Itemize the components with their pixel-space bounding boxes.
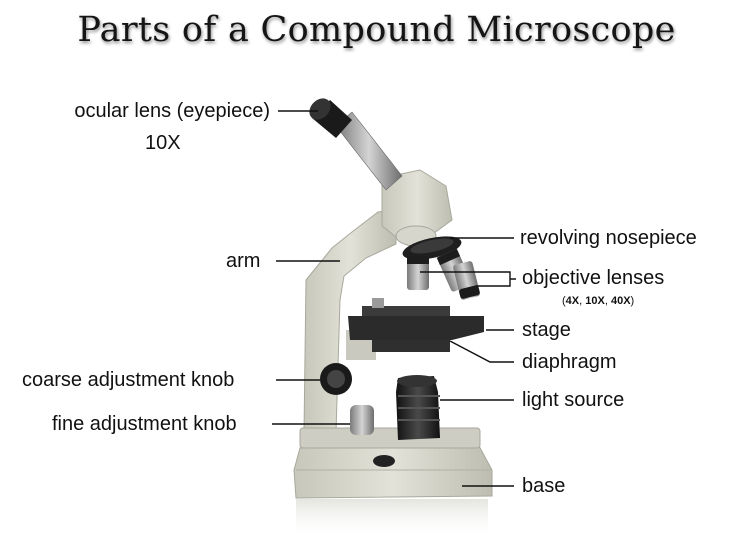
base-switch: [373, 455, 395, 467]
label-objective-magnifications: (4X, 10X, 40X): [562, 295, 635, 307]
diaphragm-shape: [372, 340, 450, 352]
leader-lines: [272, 110, 516, 487]
fine-knob-shape: [350, 405, 374, 435]
base-reflection: [296, 499, 488, 541]
mag-4x: 4X: [565, 295, 580, 307]
label-ocular-lens: ocular lens (eyepiece): [74, 100, 270, 122]
label-coarse-adjustment-knob: coarse adjustment knob: [22, 369, 235, 391]
stage-shape: [348, 316, 484, 340]
label-diaphragm: diaphragm: [522, 351, 617, 373]
label-base: base: [522, 475, 566, 497]
mag-10x: 10X: [585, 295, 605, 307]
label-fine-adjustment-knob: fine adjustment knob: [52, 413, 237, 435]
base-shape: [293, 443, 493, 499]
mag-40x: 40X: [610, 295, 631, 307]
label-revolving-nosepiece: revolving nosepiece: [520, 227, 697, 249]
label-stage: stage: [522, 319, 571, 341]
label-light-source: light source: [522, 389, 625, 411]
diagram-title: Parts of a Compound Microscope: [77, 10, 676, 50]
label-ocular-magnification: 10X: [145, 132, 181, 154]
label-arm: arm: [226, 250, 261, 272]
objective-4x: [407, 256, 429, 290]
label-objective-lenses: objective lenses: [522, 267, 665, 289]
head-shape: [381, 169, 453, 241]
